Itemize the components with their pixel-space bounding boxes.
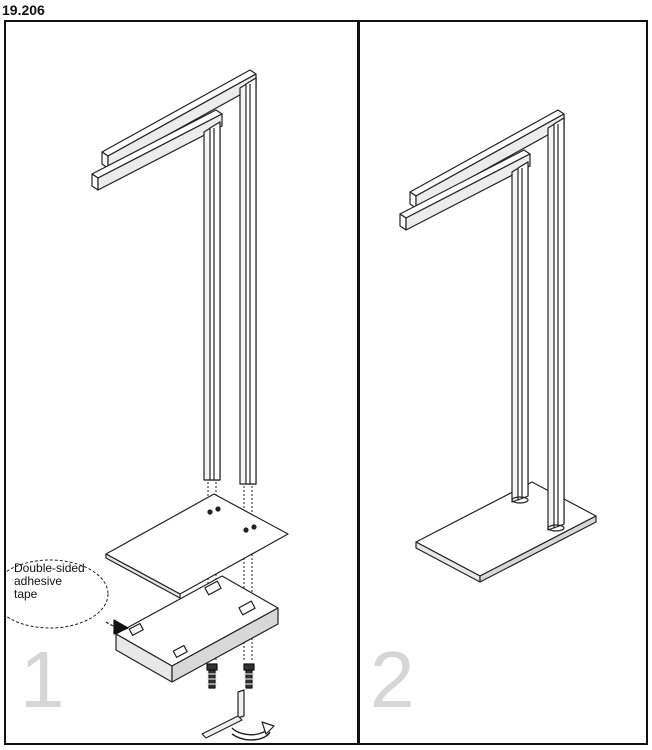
callout-ellipse xyxy=(6,559,109,629)
step-1-illustration xyxy=(6,69,289,741)
instruction-frame xyxy=(4,20,648,745)
callout-line-3: tape xyxy=(14,587,38,601)
rotation-arrow xyxy=(231,721,275,741)
towel-arm-upper xyxy=(101,69,257,169)
upright-rear-assembled xyxy=(547,117,565,532)
callout-line-1: Double-sided xyxy=(14,561,85,575)
upright-front-assembled xyxy=(511,161,529,504)
towel-arm-lower xyxy=(91,109,223,191)
step-2-illustration xyxy=(399,109,597,583)
base-plate-assembled xyxy=(415,481,597,583)
step-1-panel: Double-sided adhesive tape 1 xyxy=(6,22,357,743)
step-number: 1 xyxy=(20,635,65,724)
base-plate xyxy=(115,575,279,683)
panel-divider xyxy=(357,20,360,745)
model-number: 19.206 xyxy=(2,2,45,18)
hex-key xyxy=(201,689,245,739)
step-number: 2 xyxy=(370,635,415,724)
adhesive-tape-callout: Double-sided adhesive tape xyxy=(14,562,85,601)
adhesive-tape-sheet xyxy=(105,493,289,599)
callout-arrow xyxy=(105,619,129,635)
towel-arm-lower-assembled xyxy=(399,149,531,231)
upright-rear xyxy=(239,77,257,485)
upright-front xyxy=(203,121,221,481)
screws xyxy=(206,663,255,689)
step-2-panel: 2 xyxy=(360,22,646,743)
towel-arm-upper-assembled xyxy=(409,109,565,209)
callout-line-2: adhesive xyxy=(14,574,63,588)
